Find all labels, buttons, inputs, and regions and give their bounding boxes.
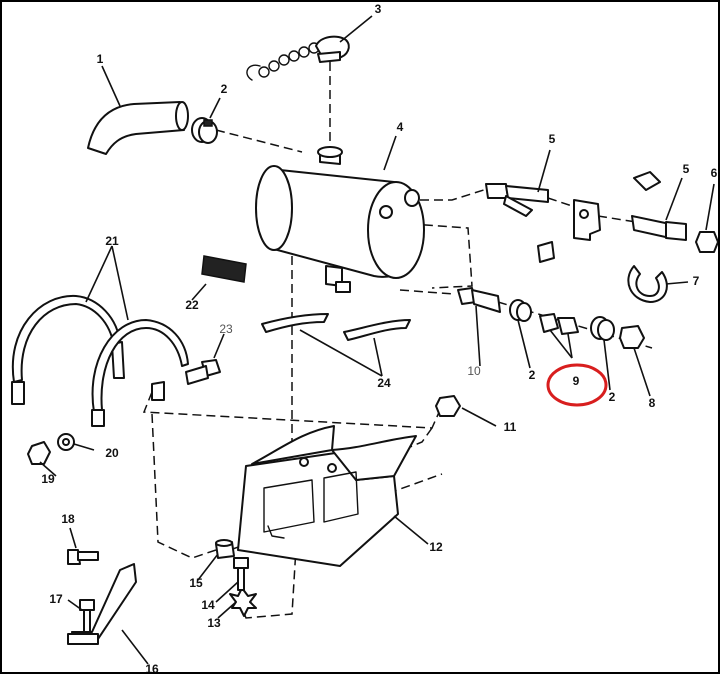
svg-text:8: 8 bbox=[649, 396, 656, 410]
guide-line-nut bbox=[269, 427, 433, 503]
leader-lines bbox=[39, 15, 715, 665]
fitting-left bbox=[485, 183, 549, 217]
svg-text:5: 5 bbox=[683, 162, 690, 176]
spacer bbox=[215, 539, 235, 559]
tubing-sleeve bbox=[539, 313, 579, 335]
star-washer bbox=[229, 587, 257, 617]
svg-text:21: 21 bbox=[105, 234, 119, 248]
callout-1: 1 bbox=[97, 52, 104, 66]
svg-text:12: 12 bbox=[429, 540, 443, 554]
svg-text:2: 2 bbox=[609, 390, 616, 404]
callout-21: 21 bbox=[105, 234, 119, 248]
svg-text:18: 18 bbox=[61, 512, 75, 526]
highlight-circle bbox=[546, 363, 608, 407]
bolt-18 bbox=[67, 549, 99, 565]
bolt-23 bbox=[185, 359, 221, 385]
hose bbox=[87, 101, 189, 155]
callout-23: 23 bbox=[219, 322, 233, 336]
retaining-clip bbox=[627, 265, 668, 303]
guide-line-fitting-right bbox=[597, 215, 637, 223]
callout-2-right: 2 bbox=[609, 390, 616, 404]
callout-15: 15 bbox=[189, 576, 203, 590]
callout-20: 20 bbox=[105, 446, 119, 460]
callout-2-top: 2 bbox=[221, 82, 228, 96]
callout-6: 6 bbox=[711, 166, 718, 180]
washer-20 bbox=[57, 433, 75, 451]
callout-5-right: 5 bbox=[683, 162, 690, 176]
svg-text:20: 20 bbox=[105, 446, 119, 460]
guide-line-fitting bbox=[547, 197, 579, 209]
callout-4: 4 bbox=[397, 120, 404, 134]
svg-text:15: 15 bbox=[189, 576, 203, 590]
svg-text:13: 13 bbox=[207, 616, 221, 630]
svg-text:3: 3 bbox=[375, 2, 382, 16]
guide-line-valve-run bbox=[399, 289, 455, 295]
guide-line-outlet bbox=[420, 187, 491, 201]
callout-19: 19 bbox=[41, 472, 55, 486]
callout-3: 3 bbox=[375, 2, 382, 16]
fuel-tank bbox=[255, 146, 425, 293]
guide-line-bracket bbox=[381, 221, 473, 289]
guide-line-hose bbox=[215, 129, 303, 153]
callout-8: 8 bbox=[649, 396, 656, 410]
svg-text:1: 1 bbox=[97, 52, 104, 66]
callout-9: 9 bbox=[573, 374, 580, 388]
bolt-17 bbox=[79, 599, 95, 633]
svg-text:11: 11 bbox=[504, 420, 517, 434]
callout-2-middle: 2 bbox=[529, 368, 536, 382]
mounting-bracket bbox=[237, 425, 417, 567]
filler-cap-and-chain bbox=[246, 35, 350, 81]
nut-11 bbox=[435, 395, 461, 417]
callout-13: 13 bbox=[207, 616, 221, 630]
svg-text:22: 22 bbox=[185, 298, 199, 312]
svg-text:2: 2 bbox=[221, 82, 228, 96]
svg-text:4: 4 bbox=[397, 120, 404, 134]
fitting-right bbox=[631, 171, 687, 241]
bolt-14 bbox=[233, 557, 249, 591]
svg-text:10: 10 bbox=[467, 364, 481, 378]
nut-fitting bbox=[619, 325, 645, 349]
svg-text:7: 7 bbox=[693, 274, 700, 288]
nut-right bbox=[695, 231, 718, 253]
pad bbox=[201, 255, 247, 283]
svg-text:14: 14 bbox=[201, 598, 215, 612]
strap-pad-left bbox=[261, 313, 329, 333]
svg-text:5: 5 bbox=[549, 132, 556, 146]
svg-text:2: 2 bbox=[529, 368, 536, 382]
svg-text:19: 19 bbox=[41, 472, 55, 486]
callout-7: 7 bbox=[693, 274, 700, 288]
callout-10: 10 bbox=[467, 364, 481, 378]
guide-line-support bbox=[151, 413, 217, 559]
nut-19 bbox=[27, 441, 51, 465]
callout-18: 18 bbox=[61, 512, 75, 526]
valve-fitting bbox=[457, 287, 501, 313]
callout-12: 12 bbox=[429, 540, 443, 554]
hose-clamp-top bbox=[191, 117, 218, 144]
tank-strap-right bbox=[91, 319, 189, 427]
callout-14: 14 bbox=[201, 598, 215, 612]
check-valve-bracket bbox=[537, 199, 601, 263]
callout-5-left: 5 bbox=[549, 132, 556, 146]
support-arm bbox=[67, 563, 137, 645]
strap-pad-right bbox=[343, 319, 411, 341]
callout-24: 24 bbox=[377, 376, 391, 390]
svg-text:16: 16 bbox=[145, 662, 159, 672]
callout-16: 16 bbox=[145, 662, 159, 672]
svg-text:17: 17 bbox=[49, 592, 63, 606]
svg-text:23: 23 bbox=[219, 322, 233, 336]
svg-text:9: 9 bbox=[573, 374, 580, 388]
callout-11: 11 bbox=[504, 420, 517, 434]
callout-22: 22 bbox=[185, 298, 199, 312]
hose-clamp-middle bbox=[509, 299, 532, 322]
svg-text:6: 6 bbox=[711, 166, 718, 180]
hose-clamp-right bbox=[590, 316, 615, 341]
callout-17: 17 bbox=[49, 592, 63, 606]
svg-text:24: 24 bbox=[377, 376, 391, 390]
